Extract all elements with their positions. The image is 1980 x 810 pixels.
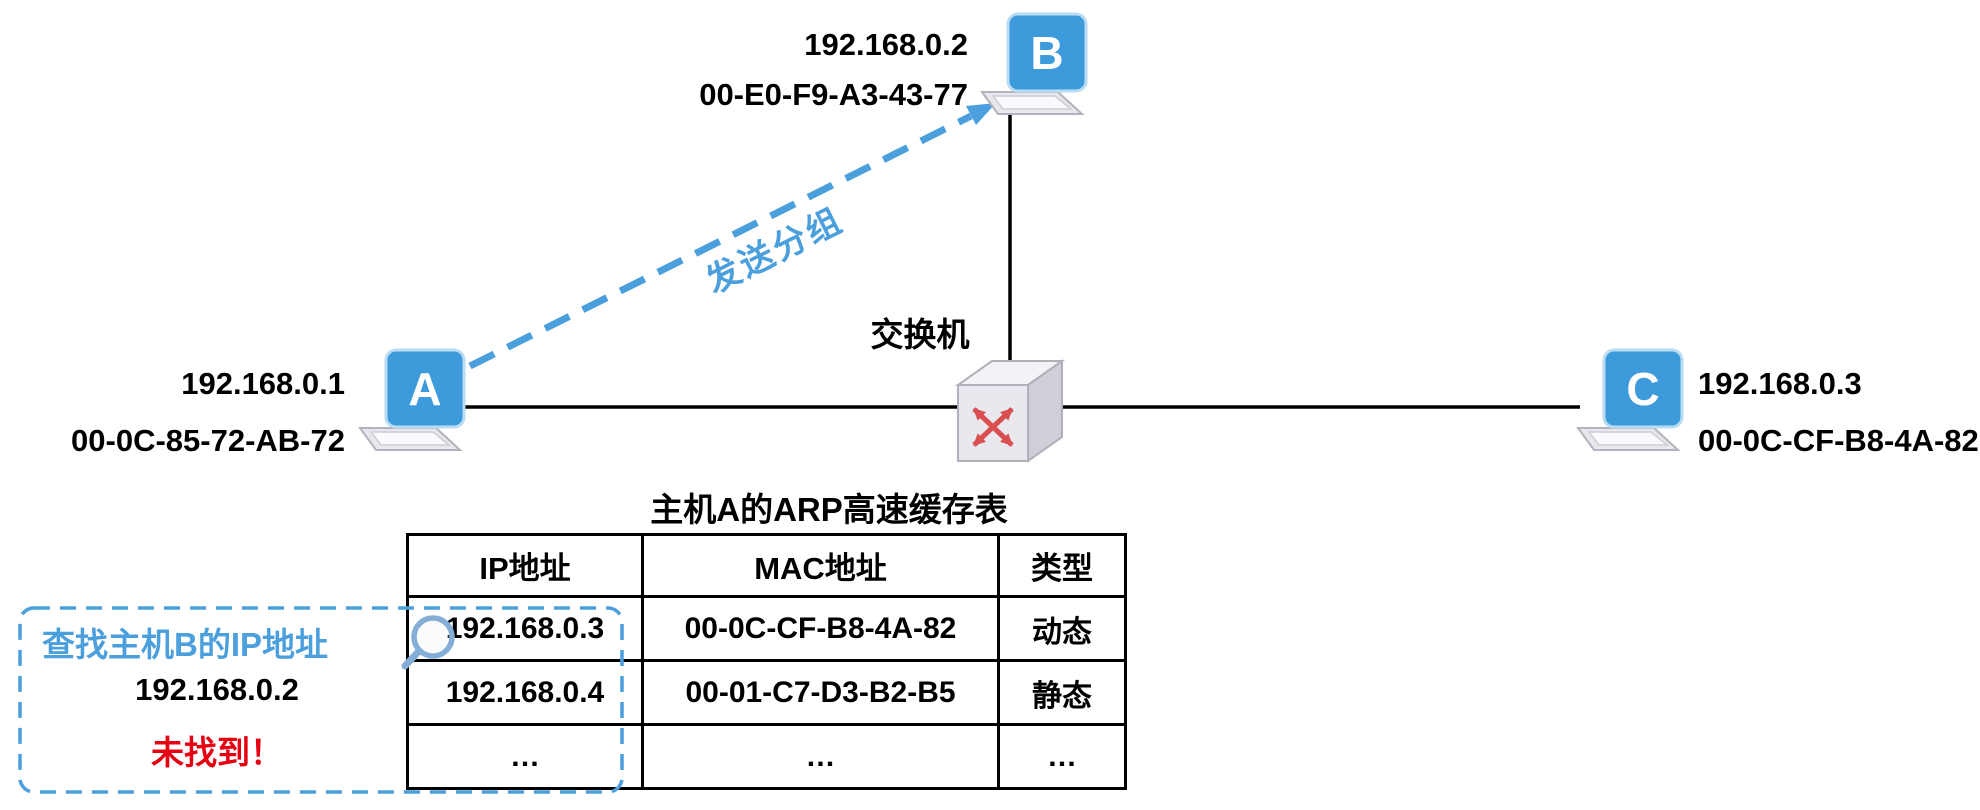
arp-table-header-row: IP地址 MAC地址 类型: [406, 533, 1127, 598]
host-a-ip: 192.168.0.1: [181, 366, 345, 401]
switch-arrow-2: [972, 407, 1014, 447]
host-c-ip: 192.168.0.3: [1698, 366, 1862, 401]
lookup-dashed-border: [18, 606, 624, 794]
arp-table: IP地址 MAC地址 类型 192.168.0.3 00-0C-CF-B8-4A…: [406, 533, 1127, 790]
laptop-screen: [384, 348, 466, 429]
arp-header-mac: MAC地址: [641, 533, 1000, 598]
laptop-keyboard: [369, 431, 452, 446]
host-c-labels: 192.168.0.3 00-0C-CF-B8-4A-82: [1698, 355, 1979, 469]
laptop-keyboard: [1587, 431, 1670, 446]
switch-label: 交换机: [870, 316, 970, 353]
host-a-icon: A: [358, 348, 466, 451]
magnifier-handle: [401, 647, 423, 670]
host-c-icon: C: [1576, 348, 1684, 451]
arp-cell-type: 动态: [997, 595, 1127, 662]
host-b-letter: B: [1030, 27, 1063, 79]
arp-cell-ip: …: [406, 723, 644, 790]
switch-front-face: [957, 384, 1029, 462]
laptop-screen: [1602, 348, 1684, 429]
host-a-letter: A: [408, 363, 441, 415]
arp-cell-type: 静态: [997, 659, 1127, 726]
host-b-ip: 192.168.0.2: [804, 27, 968, 62]
arp-table-row: … … …: [406, 723, 1127, 790]
host-c-mac: 00-0C-CF-B8-4A-82: [1698, 423, 1979, 458]
lookup-action-label: 查找主机B的IP地址: [42, 626, 329, 663]
arp-table-title: 主机A的ARP高速缓存表: [650, 491, 1008, 528]
laptop-screen: [1006, 12, 1088, 93]
host-c-letter: C: [1626, 363, 1659, 415]
host-b-icon: B: [980, 12, 1088, 115]
arp-cell-ip: 192.168.0.4: [406, 659, 644, 726]
arp-cell-mac: 00-01-C7-D3-B2-B5: [641, 659, 1000, 726]
switch-icon: [954, 359, 1066, 463]
arp-cell-mac: …: [641, 723, 1000, 790]
packet-dashed-arrow: [468, 112, 973, 370]
host-b-mac: 00-E0-F9-A3-43-77: [699, 77, 968, 112]
arp-cell-type: …: [997, 723, 1127, 790]
magnifier-icon: [401, 615, 455, 670]
host-a-mac: 00-0C-85-72-AB-72: [71, 423, 345, 458]
host-b-labels: 192.168.0.2 00-E0-F9-A3-43-77: [699, 20, 968, 120]
arp-table-row: 192.168.0.4 00-01-C7-D3-B2-B5 静态: [406, 659, 1127, 726]
lookup-highlight-box: [18, 606, 624, 794]
packet-arrowhead: [966, 103, 996, 125]
lookup-result: 未找到！: [151, 734, 283, 771]
lookup-target-ip: 192.168.0.2: [135, 672, 299, 707]
magnifier-glass: [411, 615, 455, 659]
arp-header-type: 类型: [997, 533, 1127, 598]
arp-header-ip: IP地址: [406, 533, 644, 598]
host-a-labels: 192.168.0.1 00-0C-85-72-AB-72: [71, 355, 345, 469]
arp-cell-mac: 00-0C-CF-B8-4A-82: [641, 595, 1000, 662]
laptop-keyboard: [991, 95, 1074, 110]
